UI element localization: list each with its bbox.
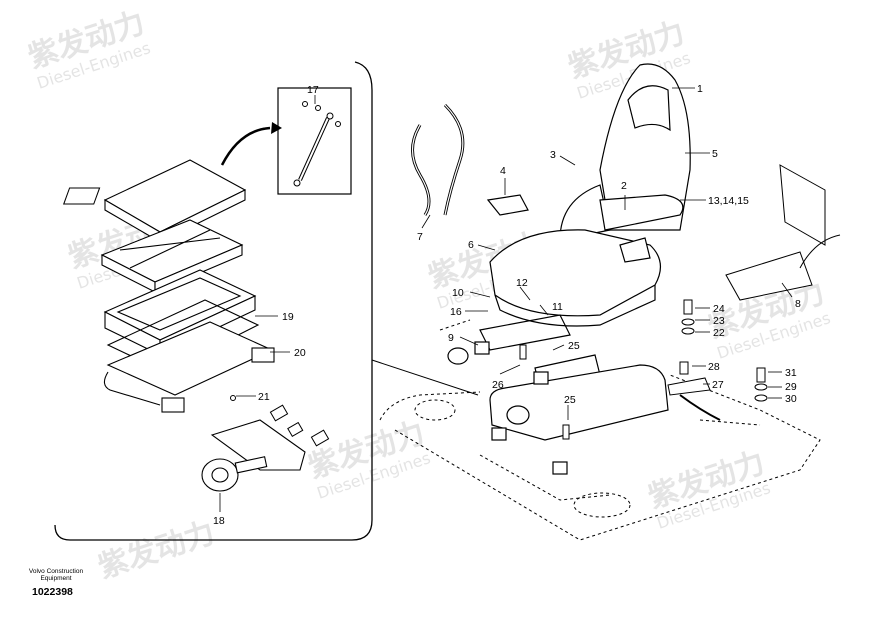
- callout-27: 27: [712, 379, 724, 391]
- callout-28: 28: [708, 361, 720, 373]
- callout-16: 16: [450, 306, 462, 318]
- callout-11: 11: [552, 301, 563, 313]
- company-name-line1: Volvo Construction: [28, 568, 84, 575]
- drawing-number: 1022398: [32, 586, 73, 598]
- suspension-mechanism: [62, 159, 275, 413]
- cable-loop: [411, 103, 465, 216]
- callout-17: 17: [307, 84, 319, 96]
- callout-31: 31: [785, 367, 797, 379]
- callout-30: 30: [785, 393, 797, 405]
- leader-lines: [219, 87, 793, 512]
- callout-29: 29: [785, 381, 797, 393]
- callout-10: 10: [452, 287, 464, 299]
- title-block: Volvo Construction Equipment 1022398: [14, 568, 104, 598]
- callout-25-lower: 25: [564, 394, 576, 406]
- detail-leader: [371, 359, 479, 396]
- callout-4: 4: [500, 165, 506, 177]
- detail-frame: [54, 61, 373, 541]
- callout-23: 23: [713, 315, 725, 327]
- mat-sheet: [725, 164, 841, 301]
- callout-19: 19: [282, 311, 294, 323]
- callout-3: 3: [550, 149, 556, 161]
- callout-12: 12: [516, 277, 528, 289]
- callout-22: 22: [713, 327, 725, 339]
- gas-spring-detail: [277, 87, 352, 195]
- callout-20: 20: [294, 347, 306, 359]
- callout-25-upper: 25: [568, 340, 580, 352]
- callout-5: 5: [712, 148, 718, 160]
- seat-assembly: [447, 63, 691, 475]
- arrow-head: [271, 122, 282, 134]
- watermark-brand: 紫发动力: [94, 515, 219, 585]
- callout-13-14-15: 13,14,15: [708, 195, 749, 207]
- adjust-knob: [201, 419, 306, 492]
- callout-18: 18: [213, 515, 225, 527]
- callout-6: 6: [468, 239, 474, 251]
- callout-1: 1: [697, 83, 703, 95]
- cab-floor: [379, 319, 821, 541]
- company-name-line2: Equipment: [40, 575, 72, 582]
- callout-24: 24: [713, 303, 725, 315]
- callout-labels: 1 2 3 4 5 6 7 8 9 10 11 12 13,14,15 16 1…: [213, 83, 801, 527]
- spring-parts: [230, 395, 330, 447]
- arrow-curve: [220, 126, 271, 166]
- callout-9: 9: [448, 332, 454, 344]
- callout-2: 2: [621, 180, 627, 192]
- callout-8: 8: [795, 298, 801, 310]
- hardware-parts: [519, 299, 768, 440]
- callout-26: 26: [492, 379, 504, 391]
- callout-7: 7: [417, 231, 423, 243]
- callout-21: 21: [258, 391, 270, 403]
